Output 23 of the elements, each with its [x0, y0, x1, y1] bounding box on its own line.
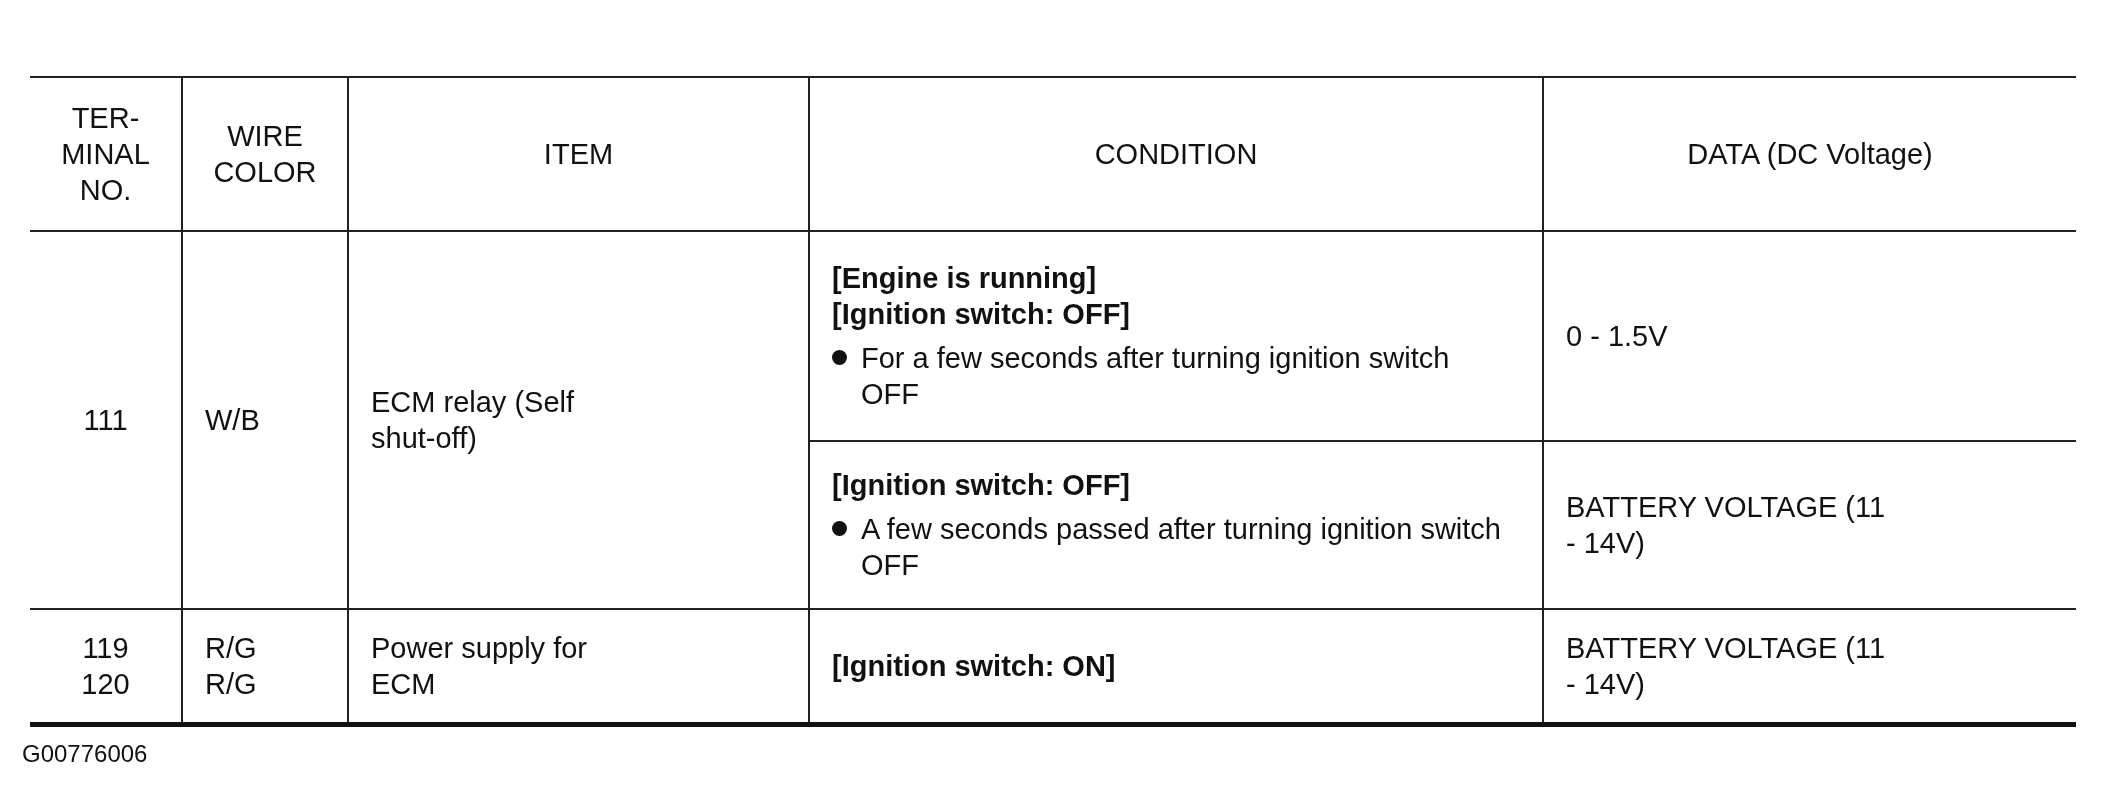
condition-heading: [Ignition switch: OFF]	[832, 467, 1131, 503]
table-cell-text: ECM relay (Self shut-off)	[371, 384, 576, 456]
condition-heading: [Ignition switch: OFF]	[832, 296, 1131, 332]
table-cell-text: Power supply for ECM	[371, 630, 588, 702]
table-cell-text: BATTERY VOLTAGE (11 - 14V)	[1566, 489, 1887, 561]
figure-code: G00776006	[22, 740, 148, 768]
column-header: WIRE COLOR	[212, 118, 318, 190]
condition-heading: [Engine is running]	[832, 260, 1098, 296]
column-header: ITEM	[542, 136, 615, 172]
table-cell-text: R/G	[205, 630, 258, 666]
table-cell-text: 119	[81, 630, 130, 666]
condition-heading: [Ignition switch: ON]	[832, 648, 1117, 684]
table-cell-text: R/G	[205, 667, 258, 702]
table-cell-text: 111	[82, 402, 129, 438]
table-cell-text: 120	[80, 667, 131, 702]
table-cell-text: 0 - 1.5V	[1566, 318, 1669, 354]
table-cell-text: BATTERY VOLTAGE (11 - 14V)	[1566, 630, 1887, 702]
column-header: CONDITION	[1093, 136, 1259, 172]
condition-text: For a few seconds after turning ignition switch OFF	[861, 341, 1451, 413]
table-cell-text: W/B	[205, 402, 261, 438]
column-header: DATA (DC Voltage)	[1686, 136, 1934, 172]
column-header: TER- MINAL NO.	[60, 100, 151, 209]
condition-text: A few seconds passed after turning ignition switch OFF	[861, 511, 1501, 584]
